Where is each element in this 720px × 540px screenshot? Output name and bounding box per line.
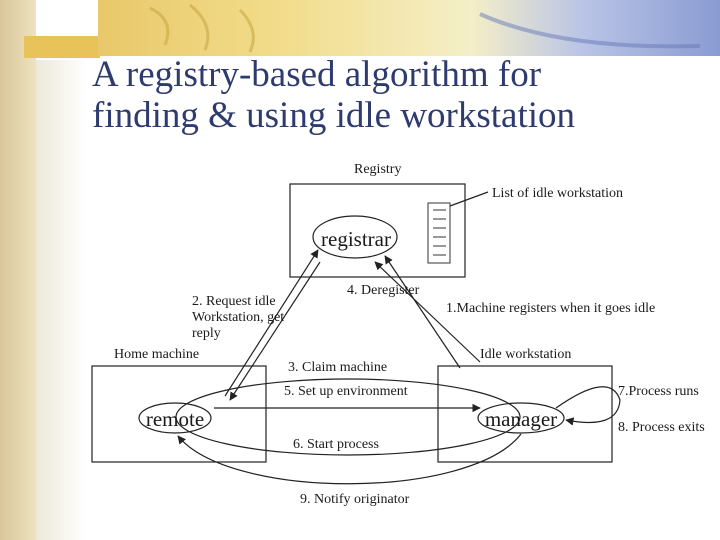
- title-line-2: finding & using idle workstation: [92, 95, 576, 136]
- idle-list-label: List of idle workstation: [492, 186, 624, 201]
- session-ellipse: [175, 378, 521, 456]
- step-2-line-3: reply: [192, 326, 221, 341]
- slide-title: A registry-based algorithm for finding &…: [92, 54, 712, 136]
- list-pointer-line: [449, 191, 489, 207]
- remote-node: [138, 402, 212, 434]
- arrow-notify: [177, 433, 522, 485]
- step-9-label: 9. Notify originator: [300, 492, 410, 507]
- home-machine-box: [91, 365, 267, 463]
- idle-list-icon: [427, 202, 451, 264]
- manager-label: manager: [484, 407, 558, 431]
- step-5-label: 5. Set up environment: [284, 384, 408, 399]
- registry-box: [289, 183, 466, 278]
- arrow-reply: [229, 261, 321, 401]
- idle-workstation-box: [437, 365, 613, 463]
- step-6-label: 6. Start process: [293, 437, 379, 452]
- idle-workstation-label: Idle workstation: [480, 347, 572, 362]
- home-machine-label: Home machine: [114, 347, 200, 362]
- step-2-line-2: Workstation, get: [192, 310, 285, 325]
- registry-label: Registry: [354, 162, 402, 177]
- arrow-deregister: [384, 255, 461, 369]
- step-7-label: 7.Process runs: [618, 384, 699, 399]
- step-2-line-1: 2. Request idle: [192, 294, 276, 309]
- title-line-1: A registry-based algorithm for: [92, 54, 542, 95]
- remote-label: remote: [145, 407, 205, 431]
- arrow-register: [374, 261, 481, 363]
- step-1-label: 1.Machine registers when it goes idle: [446, 301, 656, 316]
- registrar-label: registrar: [321, 227, 391, 251]
- step-2-label: 2. Request idle Workstation, get reply: [192, 294, 284, 342]
- step-3-label: 3. Claim machine: [288, 360, 388, 375]
- step-8-label: 8. Process exits: [618, 420, 705, 435]
- registrar-node: [312, 215, 398, 259]
- arrow-request: [224, 249, 319, 397]
- arrow-process-runs: [555, 386, 621, 426]
- step-4-label: 4. Deregister: [347, 283, 420, 298]
- manager-node: [477, 402, 565, 434]
